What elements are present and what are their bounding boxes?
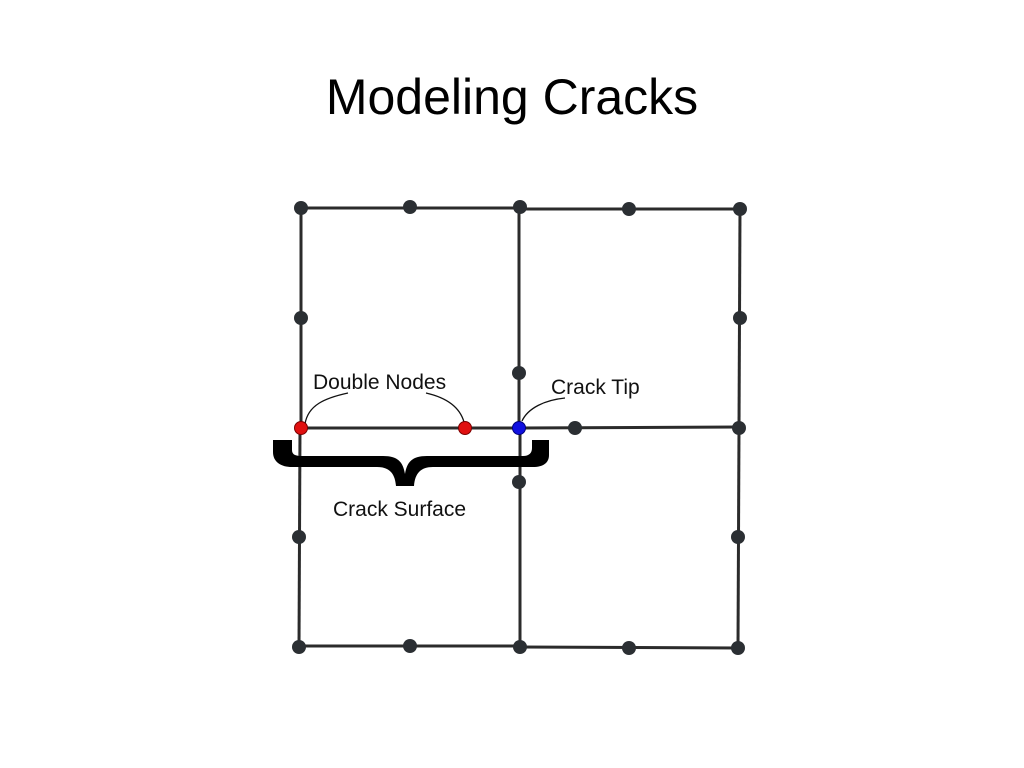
mesh-node bbox=[294, 201, 308, 215]
double-nodes-label: Double Nodes bbox=[313, 371, 446, 394]
mesh-node bbox=[292, 530, 306, 544]
mesh-node bbox=[731, 530, 745, 544]
mesh-node bbox=[733, 202, 747, 216]
mesh-node bbox=[403, 639, 417, 653]
mesh-node bbox=[512, 366, 526, 380]
double-node-left bbox=[294, 421, 308, 435]
mesh-node bbox=[513, 640, 527, 654]
mesh-node bbox=[512, 475, 526, 489]
mesh-node bbox=[292, 640, 306, 654]
mesh-node bbox=[568, 421, 582, 435]
crack-tip-node bbox=[512, 421, 526, 435]
mesh-node bbox=[733, 311, 747, 325]
mesh-node bbox=[731, 641, 745, 655]
mesh-node bbox=[732, 421, 746, 435]
crack-tip-leader bbox=[521, 397, 566, 422]
crack-surface-brace bbox=[273, 440, 549, 486]
slide-title: Modeling Cracks bbox=[325, 69, 699, 125]
mesh-node bbox=[403, 200, 417, 214]
crack-surface-label: Crack Surface bbox=[333, 498, 466, 521]
mesh-edge-middle-horizontal-right bbox=[518, 425, 740, 430]
mesh-node bbox=[294, 311, 308, 325]
mesh-node bbox=[513, 200, 527, 214]
double-node-right bbox=[458, 421, 472, 435]
leader-lines bbox=[304, 392, 566, 425]
double-nodes-leader-left bbox=[304, 392, 349, 425]
mesh-node bbox=[622, 202, 636, 216]
double-nodes-leader-right bbox=[425, 392, 465, 423]
mesh-nodes bbox=[292, 200, 747, 655]
crack-tip-label: Crack Tip bbox=[551, 376, 640, 399]
mesh-node bbox=[622, 641, 636, 655]
